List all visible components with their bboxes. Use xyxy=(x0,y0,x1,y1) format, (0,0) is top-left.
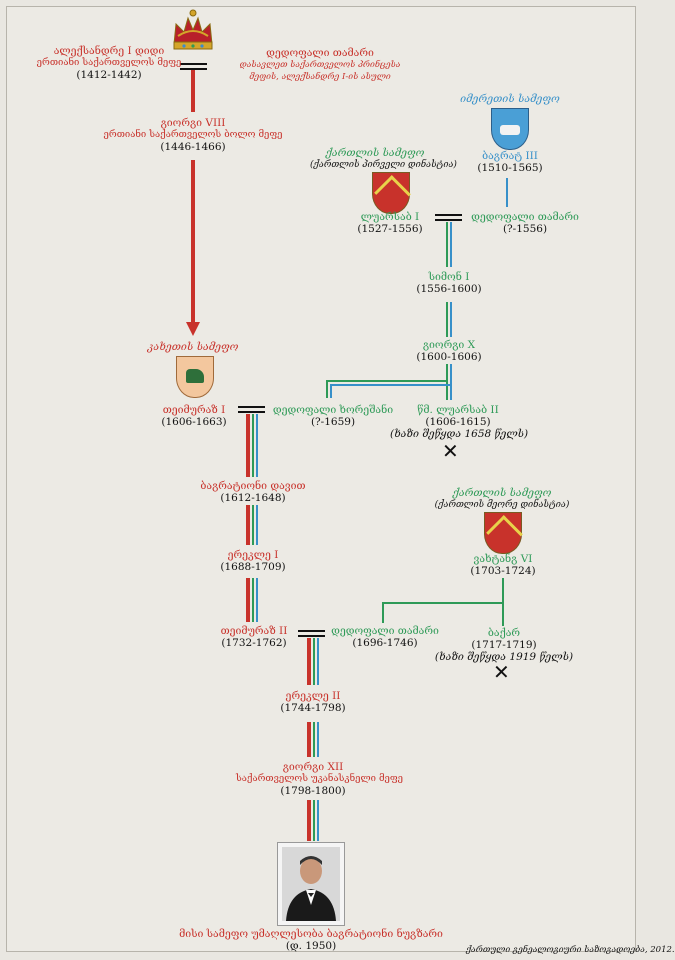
teimuraz2-label: თეიმურაზ II (1732-1762) xyxy=(220,625,288,649)
line-ended-x-icon-2: ✕ xyxy=(493,660,510,684)
kakheti-title: კახეთის სამეფო xyxy=(147,341,239,353)
portrait-photo xyxy=(277,842,345,926)
crown-icon xyxy=(173,9,213,50)
connector-lines xyxy=(180,63,508,841)
credit-text: ქართული გენეალოგიური საზოგადოება, 2012. xyxy=(466,945,675,955)
george12-label: გიორგი XII საქართველოს უკანასკნელი მეფე … xyxy=(236,761,403,797)
queen-khoreshan-label: დედოფალი ხორეშანი (?-1659) xyxy=(272,404,394,428)
queen-tamar2-label: დედოფალი თამარი (?-1556) xyxy=(471,211,579,235)
kartli1-title: ქართლის სამეფო (ქართლის პირველი დინასტია… xyxy=(310,147,457,170)
teimuraz1-label: თეიმურაზ I (1606-1663) xyxy=(161,404,227,428)
line-ended-x-icon: ✕ xyxy=(442,439,459,463)
george10-label: გიორგი X (1600-1606) xyxy=(416,339,482,363)
luarsab2-label: წმ. ლუარსაბ II (1606-1615) (ხაზი შეწყდა … xyxy=(390,404,529,440)
erekle1-label: ერეკლე I (1688-1709) xyxy=(220,549,286,573)
bakar-label: ბაქარ (1717-1719) (ხაზი შეწყდა 1919 წელს… xyxy=(434,627,574,663)
imereti-title: იმერეთის სამეფო xyxy=(460,93,560,105)
diagram-frame xyxy=(6,6,636,952)
george8-label: გიორგი VIII ერთიანი საქართველოს ბოლო მეფ… xyxy=(103,117,283,153)
nugzar-label: მისი სამეფო უმაღლესობა ბაგრატიონი ნუგზარ… xyxy=(179,928,443,952)
imereti-coat-of-arms-icon xyxy=(491,108,529,150)
queen-tamar3-label: დედოფალი თამარი (1696-1746) xyxy=(331,625,439,649)
luarsab1-label: ლუარსაბ I (1527-1556) xyxy=(357,211,423,235)
kartli2-coat-of-arms-icon xyxy=(484,512,523,554)
bagrat3-label: ბაგრატ III (1510-1565) xyxy=(477,150,543,174)
alexander-name: ალექსანდრე I დიდი ერთიანი საქართველოს მე… xyxy=(36,45,182,81)
erekle2-label: ერეკლე II (1744-1798) xyxy=(280,690,346,714)
vakhtang6-label: ვახტანგ VI (1703-1724) xyxy=(470,553,536,577)
simon1-label: სიმონ I (1556-1600) xyxy=(416,271,482,295)
bagrationi-david-label: ბაგრატიონი დავით (1612-1648) xyxy=(200,480,306,504)
kartli-coat-of-arms-icon xyxy=(372,172,411,214)
kakheti-coat-of-arms-icon xyxy=(176,356,214,398)
queen-tamar-top: დედოფალი თამარი დასავლეთ საქართველოს პრი… xyxy=(239,47,401,82)
kartli2-title: ქართლის სამეფო (ქართლის მეორე დინასტია) xyxy=(434,487,570,510)
